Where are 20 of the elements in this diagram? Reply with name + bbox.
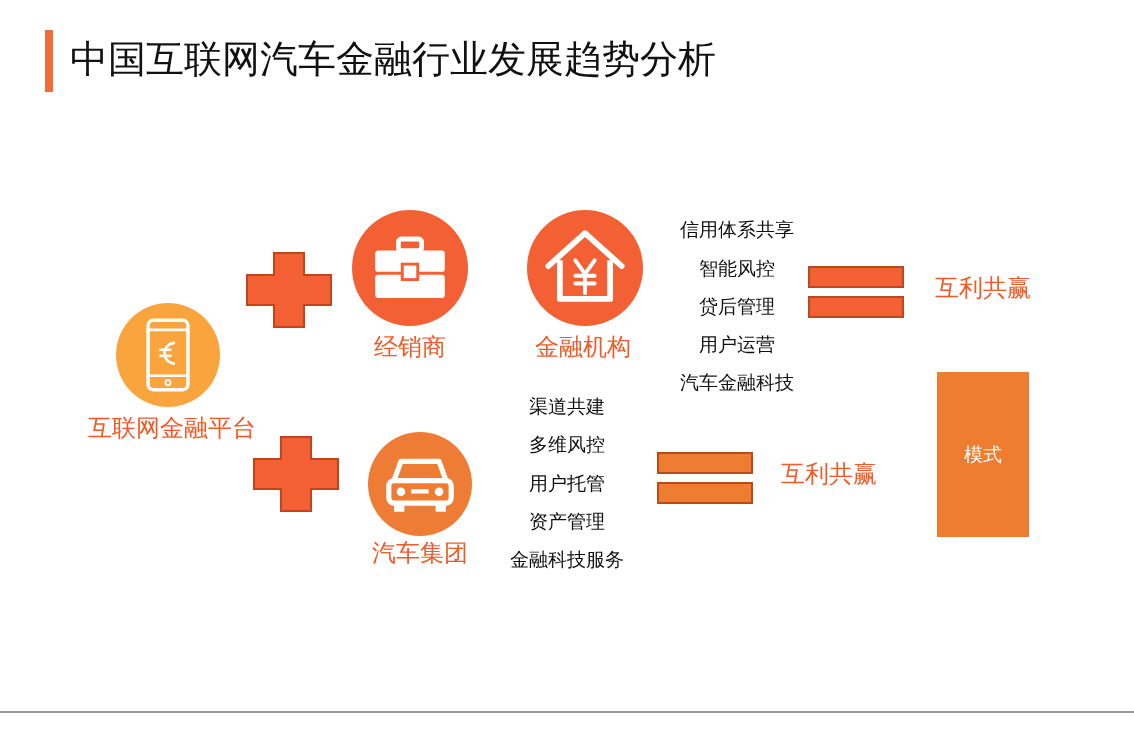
list-item: 资产管理 [529, 509, 605, 534]
list-item: 渠道共建 [529, 394, 605, 419]
list-item: 汽车金融科技 [680, 370, 794, 395]
plus-sign [246, 252, 332, 328]
list-item: 多维风控 [529, 432, 605, 457]
list-item: 信用体系共享 [680, 217, 794, 242]
node-label: 汽车集团 [372, 538, 468, 569]
node-label: 互联网金融平台 [88, 413, 256, 444]
node-label: 经销商 [374, 332, 446, 363]
plus-sign [253, 436, 339, 512]
list-item: 贷后管理 [699, 294, 775, 319]
list-item: 金融科技服务 [510, 547, 624, 572]
result-label: 互利共赢 [935, 273, 1031, 304]
node-label: 金融机构 [535, 332, 631, 363]
list-item: 智能风控 [699, 256, 775, 281]
title: 中国互联网汽车金融行业发展趋势分析 [70, 36, 716, 83]
list-item: 用户运营 [699, 332, 775, 357]
list-item: 用户托管 [529, 471, 605, 496]
mode-box: 模式 [937, 372, 1029, 537]
result-label: 互利共赢 [781, 459, 877, 490]
